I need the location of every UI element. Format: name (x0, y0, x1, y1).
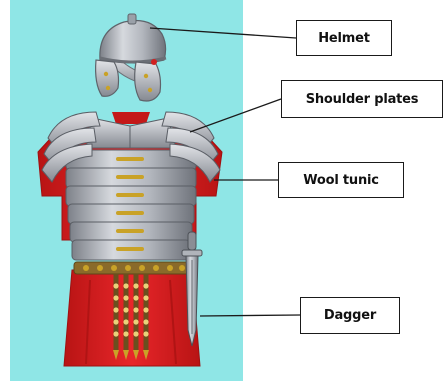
shoulder-plates-label: Shoulder plates (281, 80, 443, 118)
helmet-label: Helmet (296, 20, 392, 56)
dagger-label: Dagger (300, 297, 400, 334)
wool-tunic-label: Wool tunic (278, 162, 404, 198)
